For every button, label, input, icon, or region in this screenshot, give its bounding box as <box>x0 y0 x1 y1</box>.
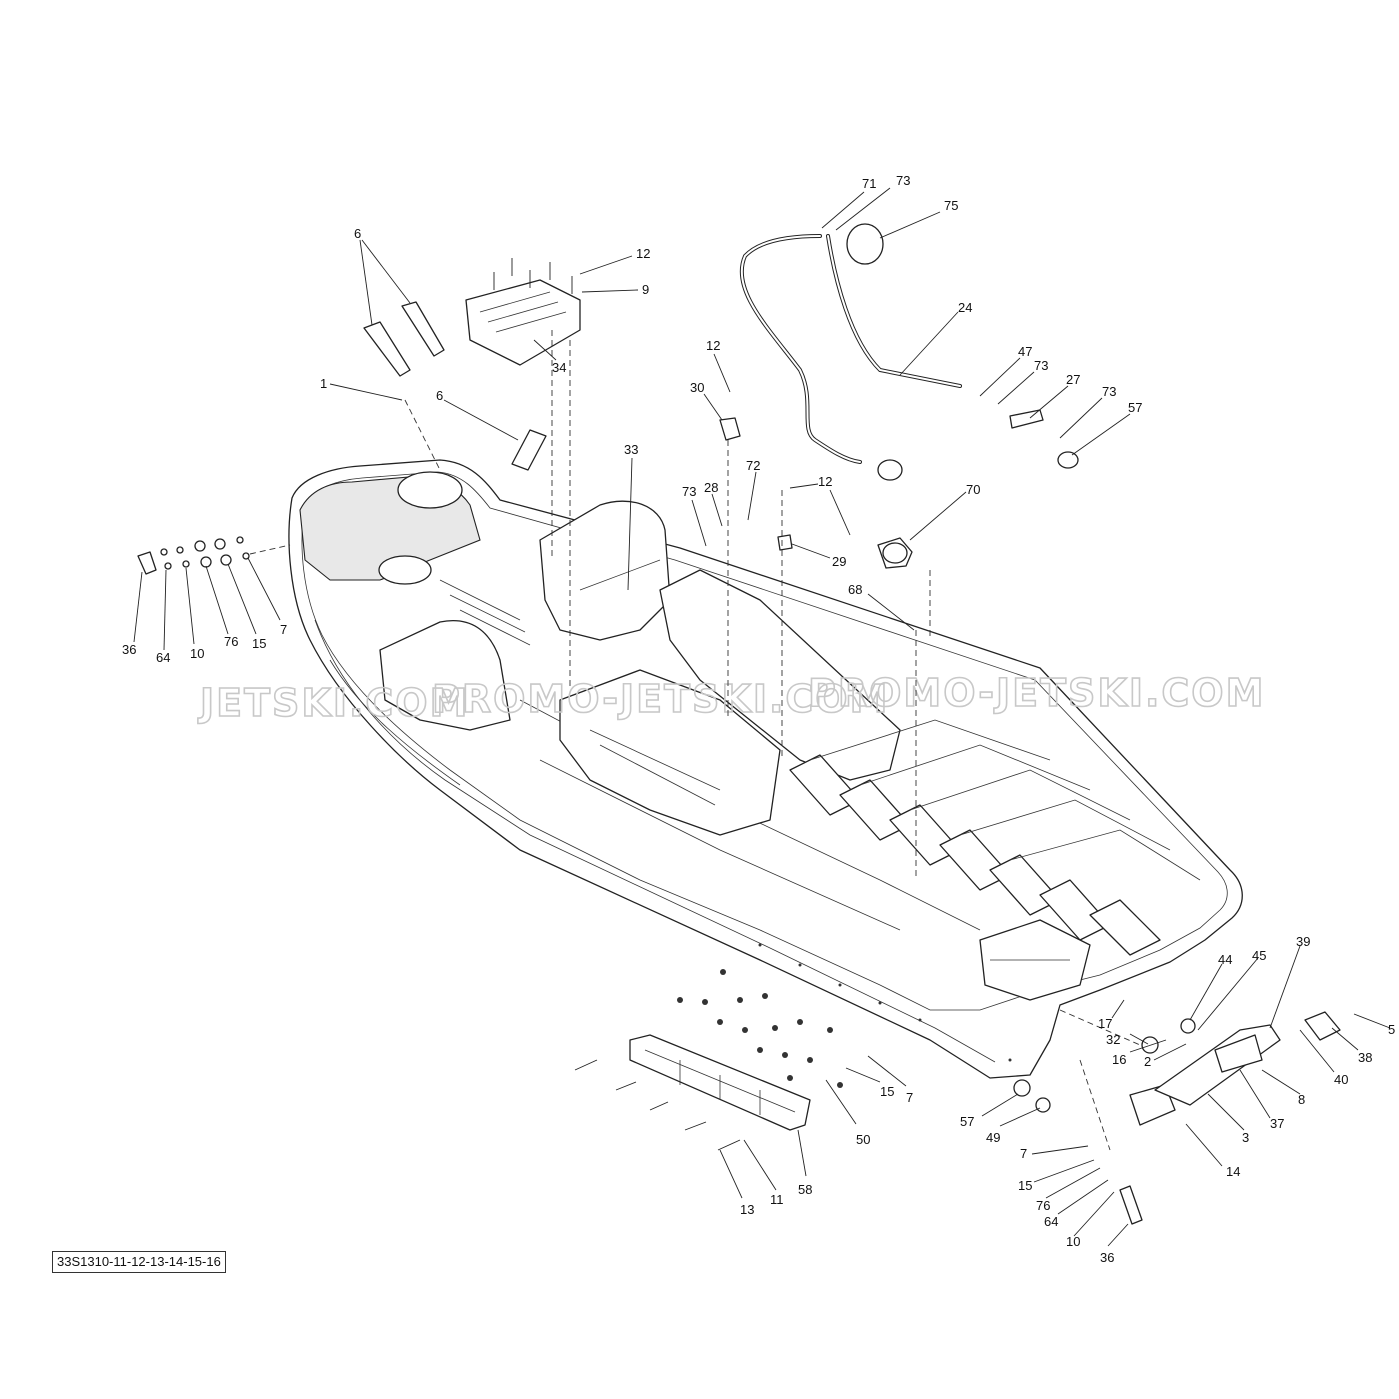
callout-5: 5 <box>1388 1022 1395 1037</box>
callout-24: 24 <box>958 300 972 315</box>
callout-68: 68 <box>848 582 862 597</box>
callout-12a: 12 <box>636 246 650 261</box>
bracket-29 <box>777 534 793 551</box>
callout-57a: 57 <box>1128 400 1142 415</box>
callout-64a: 64 <box>156 650 170 665</box>
handle-grips <box>363 301 547 471</box>
callout-9: 9 <box>642 282 649 297</box>
callout-27: 27 <box>1066 372 1080 387</box>
callout-37: 37 <box>1270 1116 1284 1131</box>
callout-12c: 12 <box>818 474 832 489</box>
left-hardware-stack <box>137 536 291 575</box>
callout-70: 70 <box>966 482 980 497</box>
callout-36b: 36 <box>1100 1250 1114 1265</box>
callout-75: 75 <box>944 198 958 213</box>
callout-7b: 7 <box>1020 1146 1027 1161</box>
watermark-left: JETSKI.COM <box>197 681 469 725</box>
diagram-reference-code: 33S1310-11-12-13-14-15-16 <box>52 1251 226 1273</box>
callout-13: 13 <box>740 1202 754 1217</box>
callout-73a: 73 <box>896 173 910 188</box>
watermark-right: PROMO-JETSKI.COM <box>808 671 1265 715</box>
callout-6a: 6 <box>354 226 361 241</box>
callout-7a: 7 <box>280 622 287 637</box>
hull-side-inserts <box>677 969 843 1088</box>
callout-72: 72 <box>746 458 760 473</box>
callout-29: 29 <box>832 554 846 569</box>
hull <box>288 459 1243 1079</box>
top-cover-box <box>465 258 581 366</box>
callout-6b: 6 <box>436 388 443 403</box>
callout-15c: 15 <box>880 1084 894 1099</box>
callout-16: 16 <box>1112 1052 1126 1067</box>
callout-32: 32 <box>1106 1032 1120 1047</box>
callout-8: 8 <box>1298 1092 1305 1107</box>
bracket-30 <box>719 417 741 441</box>
callout-45: 45 <box>1252 948 1266 963</box>
callout-73d: 73 <box>682 484 696 499</box>
callout-49: 49 <box>986 1130 1000 1145</box>
callout-11: 11 <box>770 1192 784 1207</box>
callout-73b: 73 <box>1034 358 1048 373</box>
callout-76b: 76 <box>1036 1198 1050 1213</box>
part-70 <box>877 537 913 569</box>
hull-rivets <box>758 943 1012 1062</box>
callout-36a: 36 <box>122 642 136 657</box>
callout-15a: 15 <box>252 636 266 651</box>
callout-71: 71 <box>862 176 876 191</box>
callout-17: 17 <box>1098 1016 1112 1031</box>
callout-34: 34 <box>552 360 566 375</box>
callout-2: 2 <box>1144 1054 1151 1069</box>
watermark-middle: PROMO-JETSKI.COM <box>432 677 889 721</box>
callout-12b: 12 <box>706 338 720 353</box>
callout-15b: 15 <box>1018 1178 1032 1193</box>
callout-73c: 73 <box>1102 384 1116 399</box>
callout-58: 58 <box>798 1182 812 1197</box>
callout-40: 40 <box>1334 1072 1348 1087</box>
sponson-screws <box>574 1059 741 1151</box>
callout-7c: 7 <box>906 1090 913 1105</box>
callout-38: 38 <box>1358 1050 1372 1065</box>
callout-64b: 64 <box>1044 1214 1058 1229</box>
callout-57b: 57 <box>960 1114 974 1129</box>
assembly-lines <box>404 330 931 880</box>
callouts: 71 73 75 12 9 6 34 24 47 73 27 73 57 1 6… <box>122 173 1395 1265</box>
callout-14: 14 <box>1226 1164 1240 1179</box>
callout-39: 39 <box>1296 934 1310 949</box>
callout-44: 44 <box>1218 952 1232 967</box>
watermark: JETSKI.COM PROMO-JETSKI.COM PROMO-JETSKI… <box>196 670 1265 726</box>
callout-50: 50 <box>856 1132 870 1147</box>
callout-10a: 10 <box>190 646 204 661</box>
callout-3: 3 <box>1242 1130 1249 1145</box>
callout-76a: 76 <box>224 634 238 649</box>
callout-10b: 10 <box>1066 1234 1080 1249</box>
reboarding-step-assembly <box>1013 1009 1341 1151</box>
callout-28: 28 <box>704 480 718 495</box>
callout-33: 33 <box>624 442 638 457</box>
callout-47: 47 <box>1018 344 1032 359</box>
sponson-58 <box>629 1034 811 1131</box>
rear-deck-ribs <box>789 719 1201 956</box>
callout-30: 30 <box>690 380 704 395</box>
callout-1: 1 <box>320 376 327 391</box>
